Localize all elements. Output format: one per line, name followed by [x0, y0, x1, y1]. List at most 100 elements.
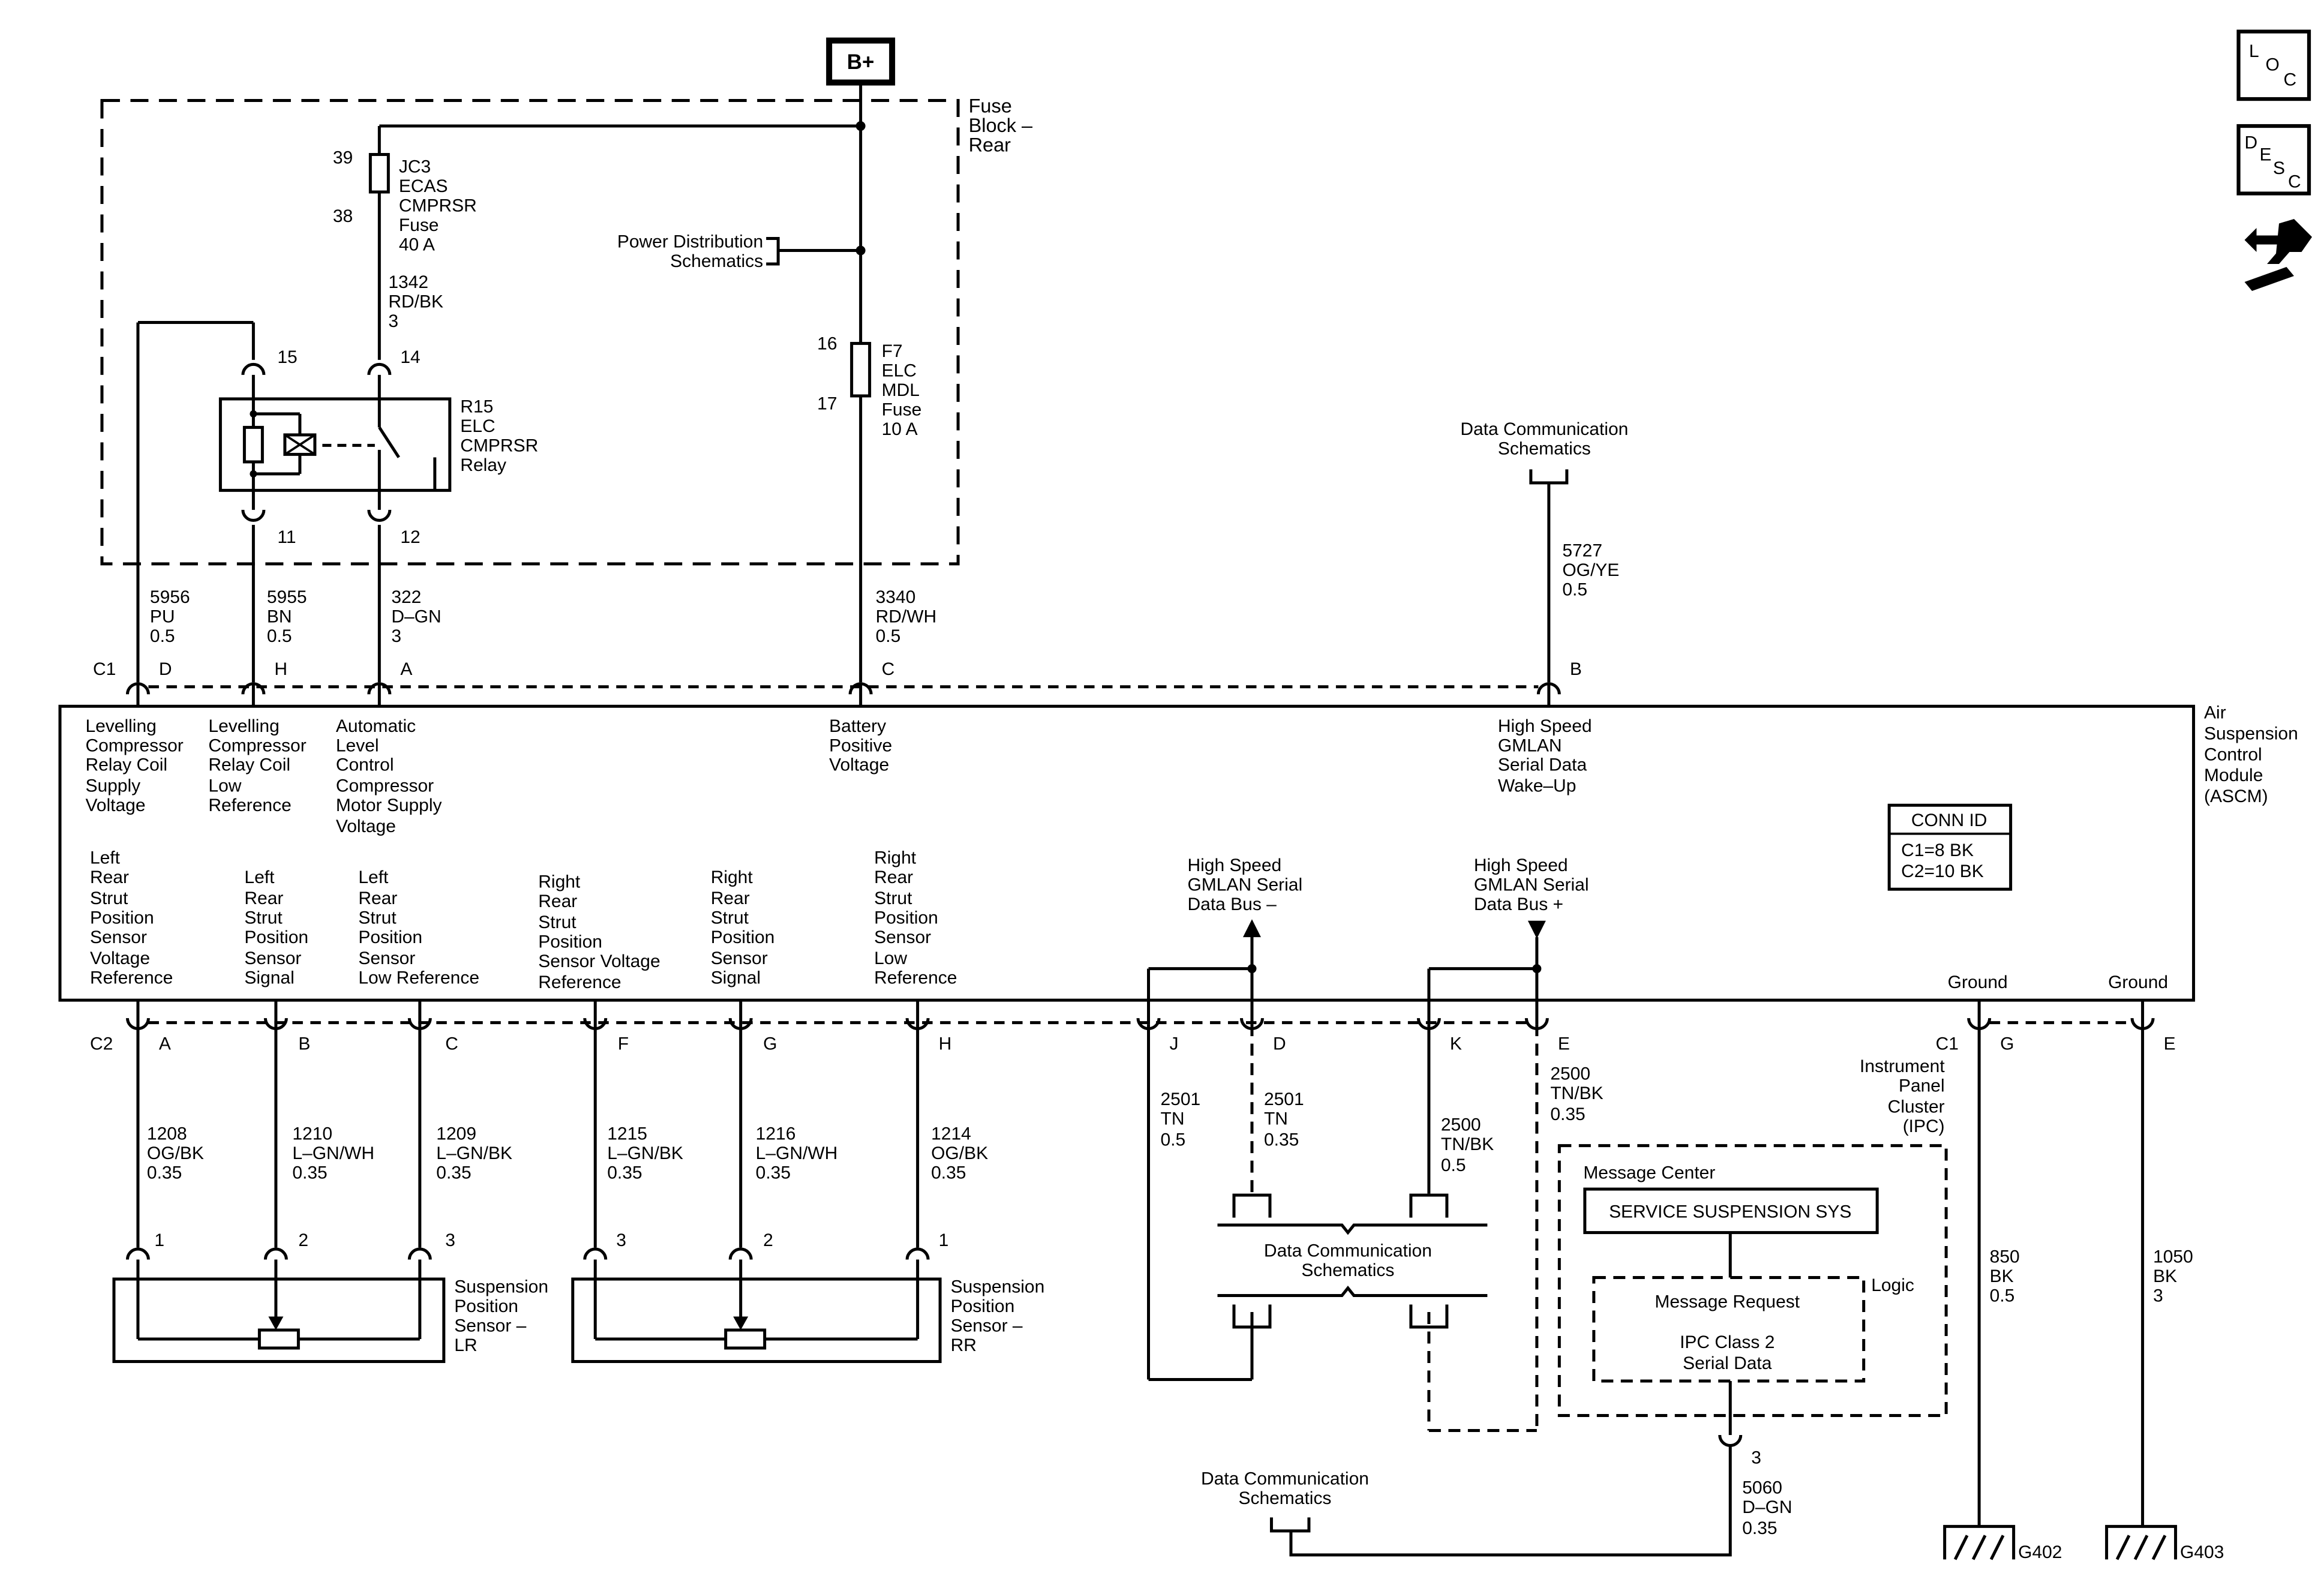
gmlan-bus-wires	[1147, 1024, 1539, 1432]
wire-label-1050: 1050 BK 3	[2153, 1247, 2193, 1306]
svg-text:322: 322	[391, 587, 421, 607]
svg-text:Battery: Battery	[829, 716, 886, 736]
svg-text:Levelling: Levelling	[85, 716, 156, 736]
svg-text:1: 1	[939, 1230, 949, 1250]
svg-text:5060: 5060	[1742, 1478, 1782, 1497]
svg-text:D–GN: D–GN	[391, 607, 441, 626]
svg-text:Supply: Supply	[85, 776, 140, 796]
svg-text:3: 3	[388, 311, 398, 331]
svg-text:JC3: JC3	[399, 157, 431, 177]
fuse-block-label: Fuse Block – Rear	[969, 95, 1033, 156]
svg-text:Compressor: Compressor	[336, 776, 434, 796]
wire-label-1210: 1210 L–GN/WH 0.35	[292, 1124, 374, 1183]
splice-dot	[855, 245, 866, 256]
svg-text:Right: Right	[711, 867, 753, 887]
data-communication-reference-middle: Data Communication Schematics	[1217, 1193, 1488, 1329]
splice-dot	[1247, 964, 1257, 974]
ascm-module-box	[58, 704, 2196, 1002]
svg-text:C: C	[882, 659, 895, 679]
svg-text:38: 38	[333, 206, 353, 226]
svg-text:Strut: Strut	[244, 908, 283, 928]
svg-text:RD/WH: RD/WH	[876, 607, 937, 626]
svg-text:D: D	[2245, 133, 2258, 153]
svg-text:Voltage: Voltage	[85, 795, 145, 815]
function-battery-positive: Battery Positive Voltage	[829, 716, 892, 775]
function-lr-low-reference: Left Rear Strut Position Sensor Low Refe…	[358, 867, 479, 987]
function-ground-2: Ground	[2108, 972, 2168, 992]
svg-text:High Speed: High Speed	[1187, 855, 1281, 875]
svg-text:L–GN/BK: L–GN/BK	[607, 1143, 683, 1163]
svg-text:Position: Position	[711, 927, 775, 947]
svg-text:0.5: 0.5	[1562, 580, 1587, 599]
svg-text:Logic: Logic	[1871, 1275, 1914, 1295]
svg-text:L: L	[2249, 41, 2259, 61]
svg-text:C: C	[2288, 172, 2301, 192]
location-icon[interactable]: L O C	[2236, 29, 2311, 101]
svg-text:C2: C2	[90, 1034, 113, 1054]
svg-text:K: K	[1450, 1034, 1462, 1054]
svg-text:Sensor –: Sensor –	[951, 1316, 1023, 1336]
svg-text:0.5: 0.5	[876, 626, 901, 646]
svg-text:5955: 5955	[267, 587, 307, 607]
svg-text:0.5: 0.5	[150, 626, 175, 646]
svg-text:Control: Control	[336, 755, 394, 775]
function-automatic-level: Automatic Level Control Compressor Motor…	[336, 716, 442, 836]
power-distribution-reference: Power Distribution Schematics	[617, 232, 763, 271]
data-communication-reference-top: Data Communication Schematics	[1460, 419, 1628, 683]
svg-text:G: G	[2000, 1034, 2014, 1054]
svg-text:0.35: 0.35	[1550, 1104, 1585, 1124]
svg-text:0.35: 0.35	[147, 1163, 182, 1183]
svg-text:Low: Low	[874, 948, 907, 968]
wire-label-1209: 1209 L–GN/BK 0.35	[436, 1124, 512, 1183]
svg-text:Fuse: Fuse	[882, 400, 922, 419]
svg-text:5956: 5956	[150, 587, 190, 607]
wire-label-1342: 1342 RD/BK 3	[388, 272, 443, 331]
ground-wires	[1977, 1000, 2145, 1527]
svg-text:L–GN/WH: L–GN/WH	[756, 1143, 838, 1163]
svg-text:E: E	[2164, 1034, 2176, 1054]
svg-text:39: 39	[333, 148, 353, 168]
svg-text:C1: C1	[93, 659, 116, 679]
svg-text:Serial Data: Serial Data	[1498, 755, 1587, 775]
svg-text:2500: 2500	[1441, 1115, 1481, 1135]
svg-text:0.35: 0.35	[756, 1163, 791, 1183]
description-icon[interactable]: D E S C	[2236, 124, 2311, 196]
svg-text:1342: 1342	[388, 272, 428, 292]
svg-text:Panel: Panel	[1899, 1076, 1945, 1096]
svg-text:Compressor: Compressor	[85, 736, 183, 755]
function-ground-1: Ground	[1948, 972, 2008, 992]
repair-tool-icon[interactable]	[2244, 218, 2313, 291]
wire-label-850: 850 BK 0.5	[1990, 1247, 2020, 1306]
svg-text:Signal: Signal	[711, 968, 761, 988]
svg-text:3: 3	[616, 1230, 626, 1250]
svg-text:Message Center: Message Center	[1583, 1163, 1715, 1183]
svg-text:F: F	[618, 1034, 629, 1054]
svg-text:3: 3	[1751, 1448, 1761, 1467]
sensor-wires	[136, 1000, 920, 1248]
function-bus-minus: High Speed GMLAN Serial Data Bus –	[1187, 855, 1302, 914]
wire-label-1215: 1215 L–GN/BK 0.35	[607, 1124, 683, 1183]
svg-text:Rear: Rear	[244, 888, 283, 908]
wire-label-1216: 1216 L–GN/WH 0.35	[756, 1124, 838, 1183]
svg-text:0.35: 0.35	[1742, 1518, 1777, 1538]
svg-text:1215: 1215	[607, 1124, 647, 1144]
svg-text:CMPRSR: CMPRSR	[460, 436, 538, 455]
svg-text:0.5: 0.5	[1990, 1286, 2015, 1306]
svg-text:Schematics: Schematics	[670, 251, 763, 271]
svg-text:SERVICE SUSPENSION SYS: SERVICE SUSPENSION SYS	[1609, 1202, 1851, 1222]
svg-text:Voltage: Voltage	[336, 816, 396, 836]
splice-dot	[855, 121, 866, 131]
svg-text:Strut: Strut	[711, 908, 749, 928]
svg-text:C1: C1	[1936, 1034, 1959, 1054]
svg-text:B: B	[1570, 659, 1582, 679]
svg-text:1209: 1209	[436, 1124, 476, 1144]
svg-text:10 A: 10 A	[882, 419, 918, 439]
instrument-panel-cluster: Instrument Panel Cluster (IPC) Message C…	[1557, 1056, 1948, 1467]
svg-text:Relay: Relay	[460, 455, 506, 475]
svg-text:Fuse: Fuse	[969, 95, 1012, 117]
svg-text:Reference: Reference	[208, 795, 291, 815]
svg-text:ELC: ELC	[882, 361, 917, 380]
svg-text:Compressor: Compressor	[208, 736, 306, 755]
svg-text:O: O	[2266, 55, 2280, 75]
